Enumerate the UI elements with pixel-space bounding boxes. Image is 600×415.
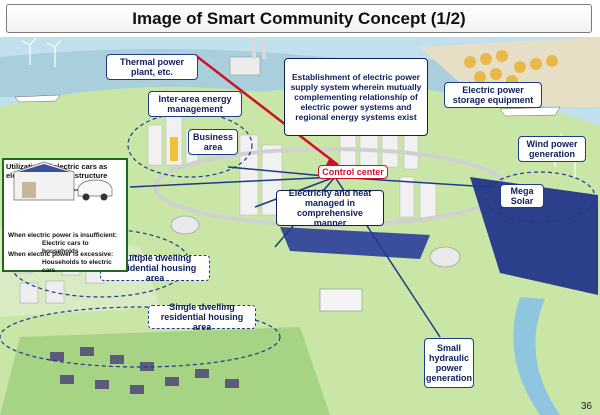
solar-array bbox=[280, 227, 430, 259]
electric-cars-box: Utilization of electric cars as electric… bbox=[2, 158, 128, 274]
mega-solar-label: Mega Solar bbox=[500, 184, 544, 208]
page-title: Image of Smart Community Concept (1/2) bbox=[132, 8, 466, 28]
managed-label: Electricity and heat managed in comprehe… bbox=[276, 188, 384, 228]
storage-equipment-label: Electric power storage equipment bbox=[444, 82, 542, 108]
thermal-power-label: Thermal power plant, etc. bbox=[106, 54, 198, 80]
scene-illustration: Thermal power plant, etc. Inter-area ene… bbox=[0, 37, 600, 415]
small-hydro-label: Small hydraulic power generation bbox=[424, 338, 474, 388]
cars-line-excessive: When electric power is excessive: bbox=[8, 251, 114, 258]
factory bbox=[319, 288, 363, 312]
title-bar: Image of Smart Community Concept (1/2) bbox=[6, 4, 592, 33]
industrial-zone bbox=[420, 37, 600, 108]
wind-power-label: Wind power generation bbox=[518, 136, 586, 162]
business-area-label: Business area bbox=[188, 129, 238, 155]
storage-tanks bbox=[464, 50, 558, 87]
control-center-label: Control center bbox=[318, 165, 388, 179]
establishment-label: Establishment of electric power supply s… bbox=[284, 58, 428, 136]
gas-holders bbox=[170, 215, 461, 268]
cars-line-to-households: Electric cars to households bbox=[42, 240, 89, 255]
thermal-plant bbox=[229, 37, 266, 76]
river bbox=[513, 297, 560, 415]
cars-line-to-cars: Households to electric cars bbox=[42, 259, 112, 274]
single-dwelling-houses bbox=[0, 327, 330, 415]
thermal-arrow bbox=[194, 54, 339, 166]
house-car-illustration bbox=[13, 161, 113, 201]
gold-building bbox=[170, 137, 178, 161]
single-dwelling-label: Single dwelling residential housing area bbox=[148, 302, 256, 332]
ships bbox=[14, 94, 561, 117]
cars-line-insufficient: When electric power is insufficient: bbox=[8, 232, 118, 239]
inter-area-label: Inter-area energy management bbox=[148, 91, 242, 117]
page-number: 36 bbox=[580, 401, 592, 412]
